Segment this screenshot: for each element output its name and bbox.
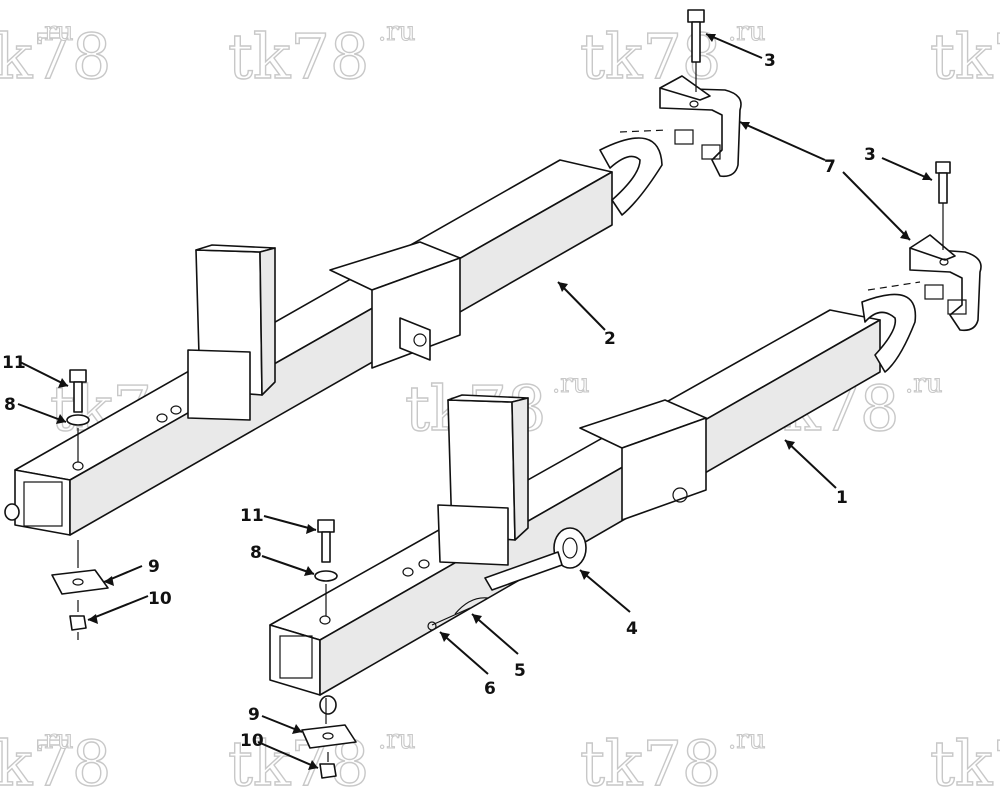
svg-text:.ru: .ru — [552, 369, 589, 399]
leader-lines — [17, 33, 933, 770]
callout-3: 3 — [864, 145, 876, 165]
callout-8: 8 — [4, 395, 16, 415]
clamp-lower — [909, 234, 982, 332]
callout-7: 7 — [824, 157, 836, 177]
svg-text:.ru: .ru — [378, 725, 415, 755]
watermark: tk78 — [929, 19, 1000, 93]
tow-bar-upper — [4, 137, 663, 536]
callout-4: 4 — [626, 619, 638, 639]
svg-text:tk78: tk78 — [0, 727, 111, 795]
callout-11: 11 — [2, 353, 26, 373]
callout-9: 9 — [248, 705, 260, 725]
callout-5: 5 — [514, 661, 526, 681]
svg-text:tk78: tk78 — [228, 20, 369, 93]
svg-text:tk78: tk78 — [580, 727, 721, 795]
watermark-layer: tk78 .ru tk78 .ru tk78 .ru tk78 tk78 .ru… — [0, 16, 1000, 795]
watermark: tk78 .ru — [579, 724, 766, 795]
callout-10: 10 — [148, 589, 172, 609]
svg-text:tk78: tk78 — [930, 727, 1000, 795]
callout-1: 1 — [836, 488, 848, 508]
callout-labels: 3 3 7 2 1 11 8 9 10 11 8 4 5 6 9 10 — [2, 51, 876, 751]
callout-11: 11 — [240, 506, 264, 526]
bolt-left — [51, 369, 109, 640]
svg-text:tk78: tk78 — [0, 20, 111, 93]
svg-text:.ru: .ru — [36, 725, 73, 755]
watermark: tk78 — [929, 726, 1000, 795]
watermark: tk78 .ru — [0, 16, 112, 93]
callout-3: 3 — [764, 51, 776, 71]
svg-text:.ru: .ru — [378, 17, 415, 47]
watermark: tk78 .ru — [227, 16, 416, 93]
watermark: tk78 .ru — [0, 724, 112, 795]
svg-text:tk78: tk78 — [930, 20, 1000, 93]
callout-9: 9 — [148, 557, 160, 577]
svg-text:.ru: .ru — [728, 17, 765, 47]
callout-6: 6 — [484, 679, 496, 699]
callout-2: 2 — [604, 329, 616, 349]
bolt-right — [301, 519, 357, 779]
svg-text:.ru: .ru — [36, 17, 73, 47]
svg-text:.ru: .ru — [905, 369, 942, 399]
callout-8: 8 — [250, 543, 262, 563]
clamp-upper — [659, 75, 742, 178]
tow-bar-lower — [269, 293, 917, 715]
callout-10: 10 — [240, 731, 264, 751]
bolt-upper-clamp — [687, 9, 705, 92]
bolt-lower-clamp — [935, 161, 951, 250]
svg-text:.ru: .ru — [728, 725, 765, 755]
